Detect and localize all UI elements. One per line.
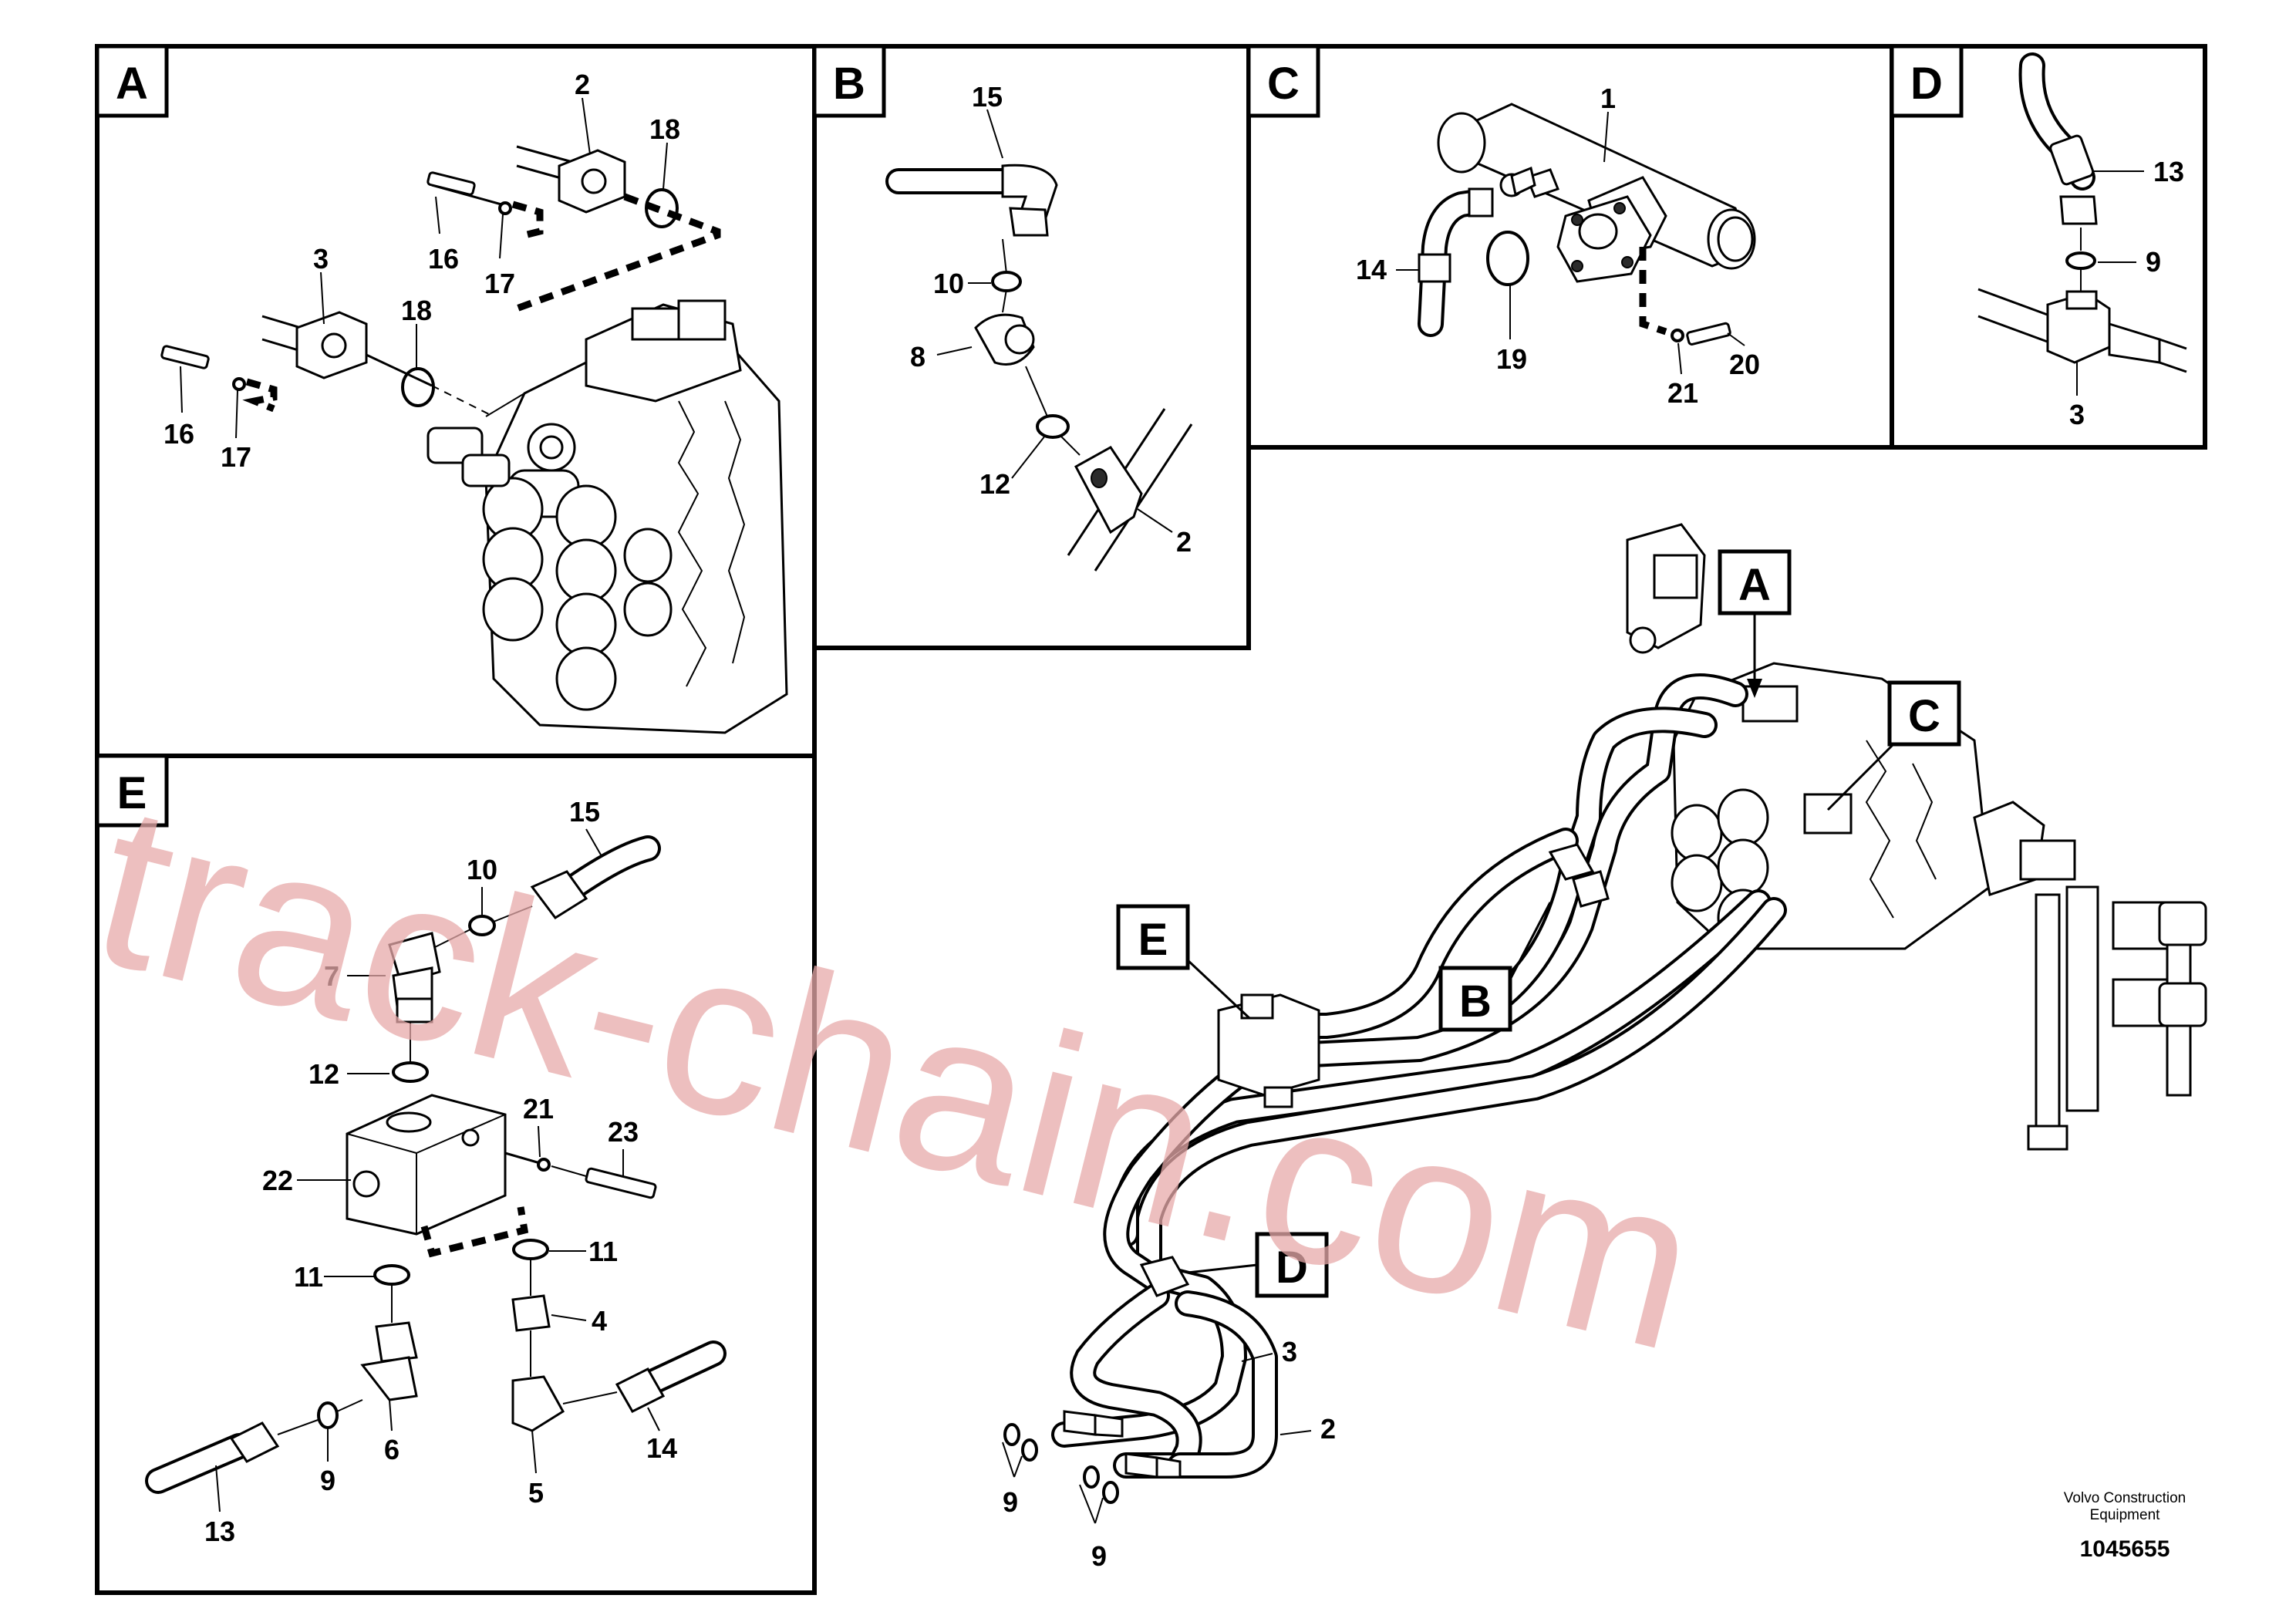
- callout-c-19: 19: [1496, 343, 1527, 375]
- callout-c-20: 20: [1729, 349, 1760, 380]
- panel-b: B 15 10 8 12 2: [812, 44, 1251, 650]
- callout-a-3: 3: [313, 243, 329, 275]
- screw-23: [504, 1152, 657, 1199]
- callout-b-12: 12: [979, 468, 1010, 500]
- callout-e-13: 13: [204, 1516, 235, 1547]
- hose-14-elbow: [1418, 166, 1536, 337]
- overview-tag-e: E: [1116, 904, 1251, 1020]
- fitting-5: [511, 1330, 565, 1432]
- callout-e-9: 9: [320, 1465, 335, 1496]
- overview-assembly: [1002, 523, 2207, 1524]
- flange-upper-assembly: [426, 145, 721, 312]
- callout-a-17-lower: 17: [221, 441, 251, 473]
- callout-e-12: 12: [308, 1058, 339, 1090]
- callout-e-22: 22: [262, 1165, 293, 1196]
- callout-e-6: 6: [384, 1434, 400, 1465]
- fitting-4: [511, 1259, 551, 1332]
- overview-tag-d: D: [1187, 1232, 1329, 1298]
- panel-b-tag: B: [833, 59, 865, 109]
- svg-text:D: D: [1276, 1243, 1308, 1293]
- footer-company-line2: Equipment: [2090, 1507, 2161, 1523]
- callout-c-14: 14: [1356, 254, 1387, 285]
- hose-13-e: [145, 1399, 363, 1494]
- overview-tag-a: A: [1718, 549, 1792, 698]
- callout-b-8: 8: [910, 341, 925, 373]
- callout-e-11-left: 11: [294, 1261, 323, 1293]
- panel-c: C: [1246, 44, 1894, 450]
- callout-e-15: 15: [569, 796, 600, 828]
- callout-a-18-upper: 18: [649, 113, 680, 145]
- panel-a: A: [95, 44, 817, 758]
- callout-a-2: 2: [575, 69, 590, 100]
- tee-pipe-illustration: [1437, 103, 1756, 346]
- drawing-number: 1045655: [2080, 1536, 2170, 1562]
- control-valve-illustration: [426, 299, 788, 734]
- callout-a-16-lower: 16: [164, 418, 194, 450]
- hose-13-tee: [1977, 52, 2187, 373]
- callout-e-14: 14: [646, 1432, 677, 1464]
- callout-e-4: 4: [592, 1305, 607, 1337]
- footer-company-line1: Volvo Construction: [2064, 1490, 2186, 1506]
- overview-tag-b: B: [1438, 902, 1552, 1032]
- callout-e-11-right: 11: [588, 1236, 618, 1267]
- callout-overview-3: 3: [1282, 1336, 1297, 1367]
- hose-15-fitting: [885, 164, 1193, 572]
- svg-text:C: C: [1908, 691, 1940, 741]
- svg-text:B: B: [1459, 976, 1492, 1027]
- callout-overview-9-right: 9: [1091, 1540, 1107, 1572]
- overview-tag-c: C: [1826, 680, 1961, 811]
- callout-a-18-lower: 18: [401, 295, 432, 326]
- callout-e-5: 5: [528, 1477, 544, 1509]
- panel-a-tag: A: [116, 59, 148, 109]
- callout-e-7: 7: [324, 960, 339, 992]
- callout-b-10: 10: [933, 268, 964, 299]
- callout-a-17-upper: 17: [484, 268, 515, 299]
- callout-d-13: 13: [2153, 156, 2184, 187]
- callout-b-15: 15: [972, 81, 1003, 113]
- callout-overview-9-left: 9: [1003, 1486, 1018, 1518]
- callout-c-1: 1: [1600, 83, 1616, 114]
- callout-e-21: 21: [523, 1093, 554, 1125]
- callout-overview-2: 2: [1320, 1413, 1336, 1445]
- panel-e-tag: E: [117, 768, 147, 818]
- flange-lower-assembly: [160, 311, 494, 417]
- fitting-6: [360, 1284, 418, 1401]
- svg-text:E: E: [1138, 915, 1168, 965]
- elbow-7: [388, 932, 441, 1023]
- callout-a-16-upper: 16: [428, 243, 459, 275]
- panel-e: E: [95, 754, 817, 1595]
- svg-text:A: A: [1738, 560, 1771, 610]
- callout-d-3: 3: [2069, 399, 2085, 430]
- callout-c-21: 21: [1667, 377, 1698, 409]
- callout-e-10: 10: [467, 854, 497, 885]
- block-22: [346, 1094, 529, 1258]
- panel-c-tag: C: [1267, 59, 1300, 109]
- callout-e-23: 23: [608, 1116, 639, 1148]
- callout-b-2: 2: [1176, 526, 1192, 558]
- panel-d-tag: D: [1910, 59, 1943, 109]
- panel-d: D 13 9 3: [1890, 44, 2207, 450]
- callout-d-9: 9: [2146, 246, 2161, 278]
- hose-14-e: [562, 1340, 727, 1413]
